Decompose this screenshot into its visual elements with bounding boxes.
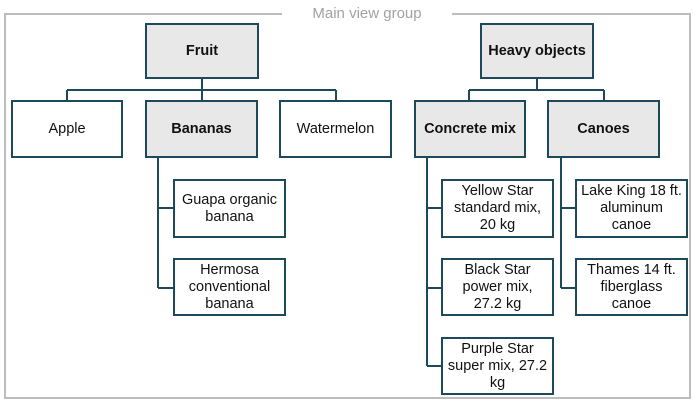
node-black-star-mix: Black Star power mix, 27.2 kg — [441, 258, 554, 316]
group-title: Main view group — [282, 4, 452, 24]
node-hermosa-conventional-banana: Hermosa conventional banana — [173, 258, 286, 316]
node-apple: Apple — [11, 100, 123, 158]
node-bananas: Bananas — [145, 100, 258, 158]
node-heavy-objects: Heavy objects — [480, 23, 594, 79]
node-guapa-organic-banana: Guapa organic banana — [173, 179, 286, 238]
node-concrete-mix: Concrete mix — [414, 100, 526, 158]
node-purple-star-mix: Purple Star super mix, 27.2 kg — [441, 337, 554, 395]
node-canoes: Canoes — [547, 100, 660, 158]
node-fruit: Fruit — [145, 23, 259, 79]
node-yellow-star-mix: Yellow Star standard mix, 20 kg — [441, 179, 554, 238]
node-thames-canoe: Thames 14 ft. fiberglass canoe — [575, 258, 688, 316]
node-lake-king-canoe: Lake King 18 ft. aluminum canoe — [575, 179, 688, 238]
node-watermelon: Watermelon — [279, 100, 392, 158]
